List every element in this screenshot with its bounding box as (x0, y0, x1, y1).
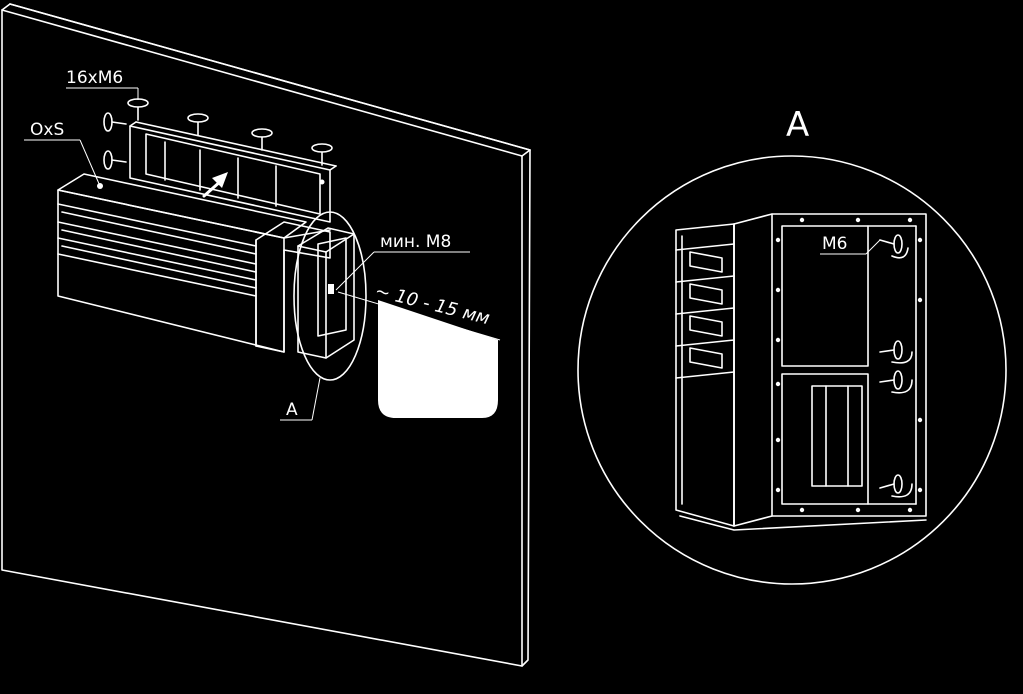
detail-title: A (786, 105, 809, 145)
label-detail-bolt: M6 (822, 234, 847, 254)
label-min-bolt: мин. М8 (380, 232, 451, 252)
label-bolts-group: 16xM6 (66, 68, 139, 100)
arrow-icon (202, 172, 228, 198)
label-detail-bolt-group: M6 (820, 234, 881, 255)
screw-icon (187, 113, 209, 136)
detail-screw-icons (879, 234, 913, 498)
screw-icon (879, 340, 913, 364)
label-bolts: 16xM6 (66, 68, 123, 88)
screw-icon (103, 112, 127, 132)
screw-icon (103, 150, 127, 170)
detail-rivets (775, 217, 923, 513)
screw-icon (251, 128, 273, 151)
label-unit: OxS (30, 120, 64, 140)
wall-opening (378, 300, 498, 418)
screw-icon (879, 234, 909, 259)
screw-icon (879, 370, 913, 394)
label-detail-ref: A (286, 400, 298, 420)
label-detail-ref-group: A (280, 377, 321, 421)
air-curtain-unit (57, 173, 331, 353)
label-min-bolt-group: мин. М8 (335, 232, 470, 291)
detail-view-unit (675, 213, 927, 531)
screw-icon (311, 143, 333, 166)
mounting-frame (129, 121, 337, 223)
screw-icon (127, 98, 149, 121)
screw-icons (103, 98, 333, 170)
screw-icon (879, 474, 913, 498)
wall-panel (1, 3, 531, 667)
label-unit-group: OxS (24, 120, 101, 187)
detail-a-marker (293, 211, 367, 381)
duct-collar (297, 227, 355, 359)
detail-view-circle (577, 155, 1007, 585)
